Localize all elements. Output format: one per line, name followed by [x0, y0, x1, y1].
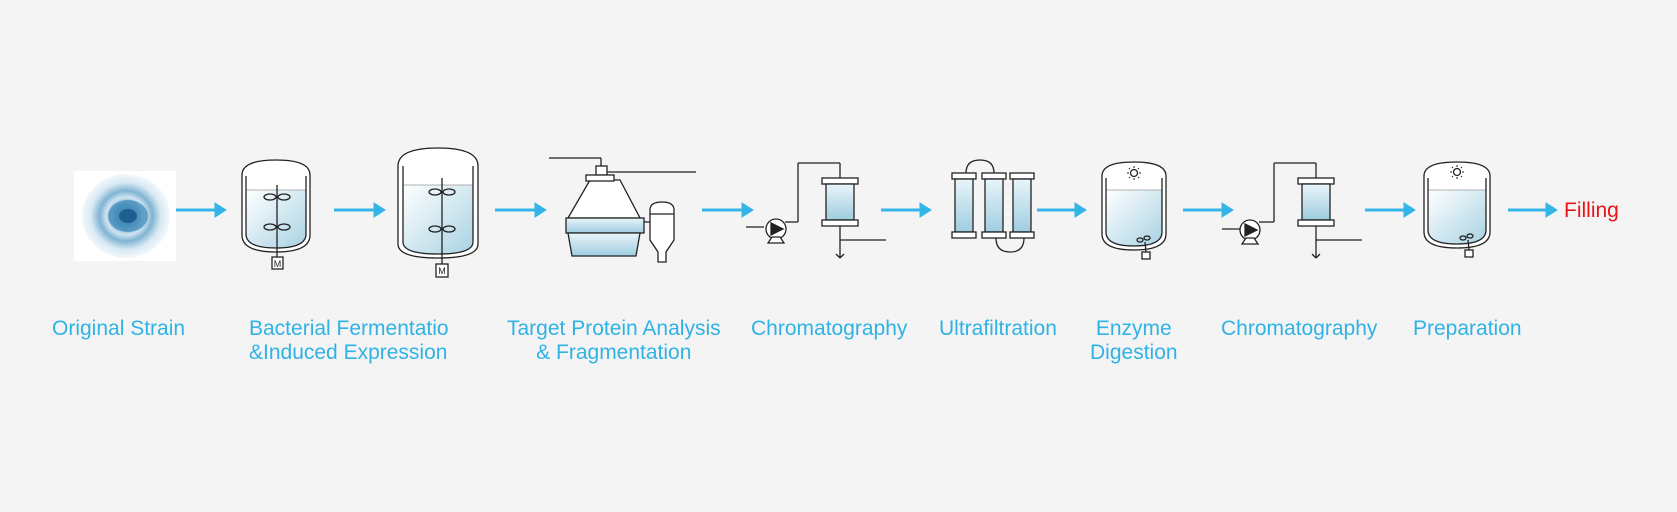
step-label-target-protein-analysis: Target Protein Analysis & Fragmentation	[507, 317, 721, 364]
arrow-9	[1508, 202, 1558, 218]
step-label-bacterial-fermentation: Bacterial Fermentatio &Induced Expressio…	[249, 317, 449, 364]
centrifuge-icon	[549, 157, 696, 263]
arrow-2	[334, 202, 386, 218]
motor-label: M	[438, 266, 446, 276]
digestion-tank-icon	[1101, 161, 1167, 260]
fermenter-icon	[241, 159, 311, 270]
strain-icon	[74, 171, 176, 261]
step-label-enzyme-digestion: Enzyme Digestion	[1090, 317, 1178, 364]
arrow-1	[176, 202, 227, 218]
arrow-6	[1037, 202, 1087, 218]
arrow-8	[1365, 202, 1416, 218]
final-step-label-filling: Filling	[1564, 199, 1619, 222]
step-label-chromatography-2: Chromatography	[1221, 317, 1378, 340]
flow-arrows	[176, 202, 1558, 218]
fermenter-icon	[397, 147, 479, 278]
step-label-chromatography-1: Chromatography	[751, 317, 908, 340]
arrow-4	[702, 202, 754, 218]
chromatography-column-icon	[746, 162, 886, 259]
arrow-3	[495, 202, 547, 218]
arrow-5	[881, 202, 932, 218]
arrow-7	[1183, 202, 1234, 218]
chromatography-column-icon	[1222, 162, 1362, 259]
motor-label: M	[274, 259, 282, 269]
step-label-original-strain: Original Strain	[52, 317, 186, 340]
ultrafiltration-icon	[951, 159, 1035, 253]
step-label-preparation: Preparation	[1413, 317, 1522, 340]
preparation-tank-icon	[1423, 161, 1491, 258]
step-label-ultrafiltration: Ultrafiltration	[939, 317, 1057, 340]
